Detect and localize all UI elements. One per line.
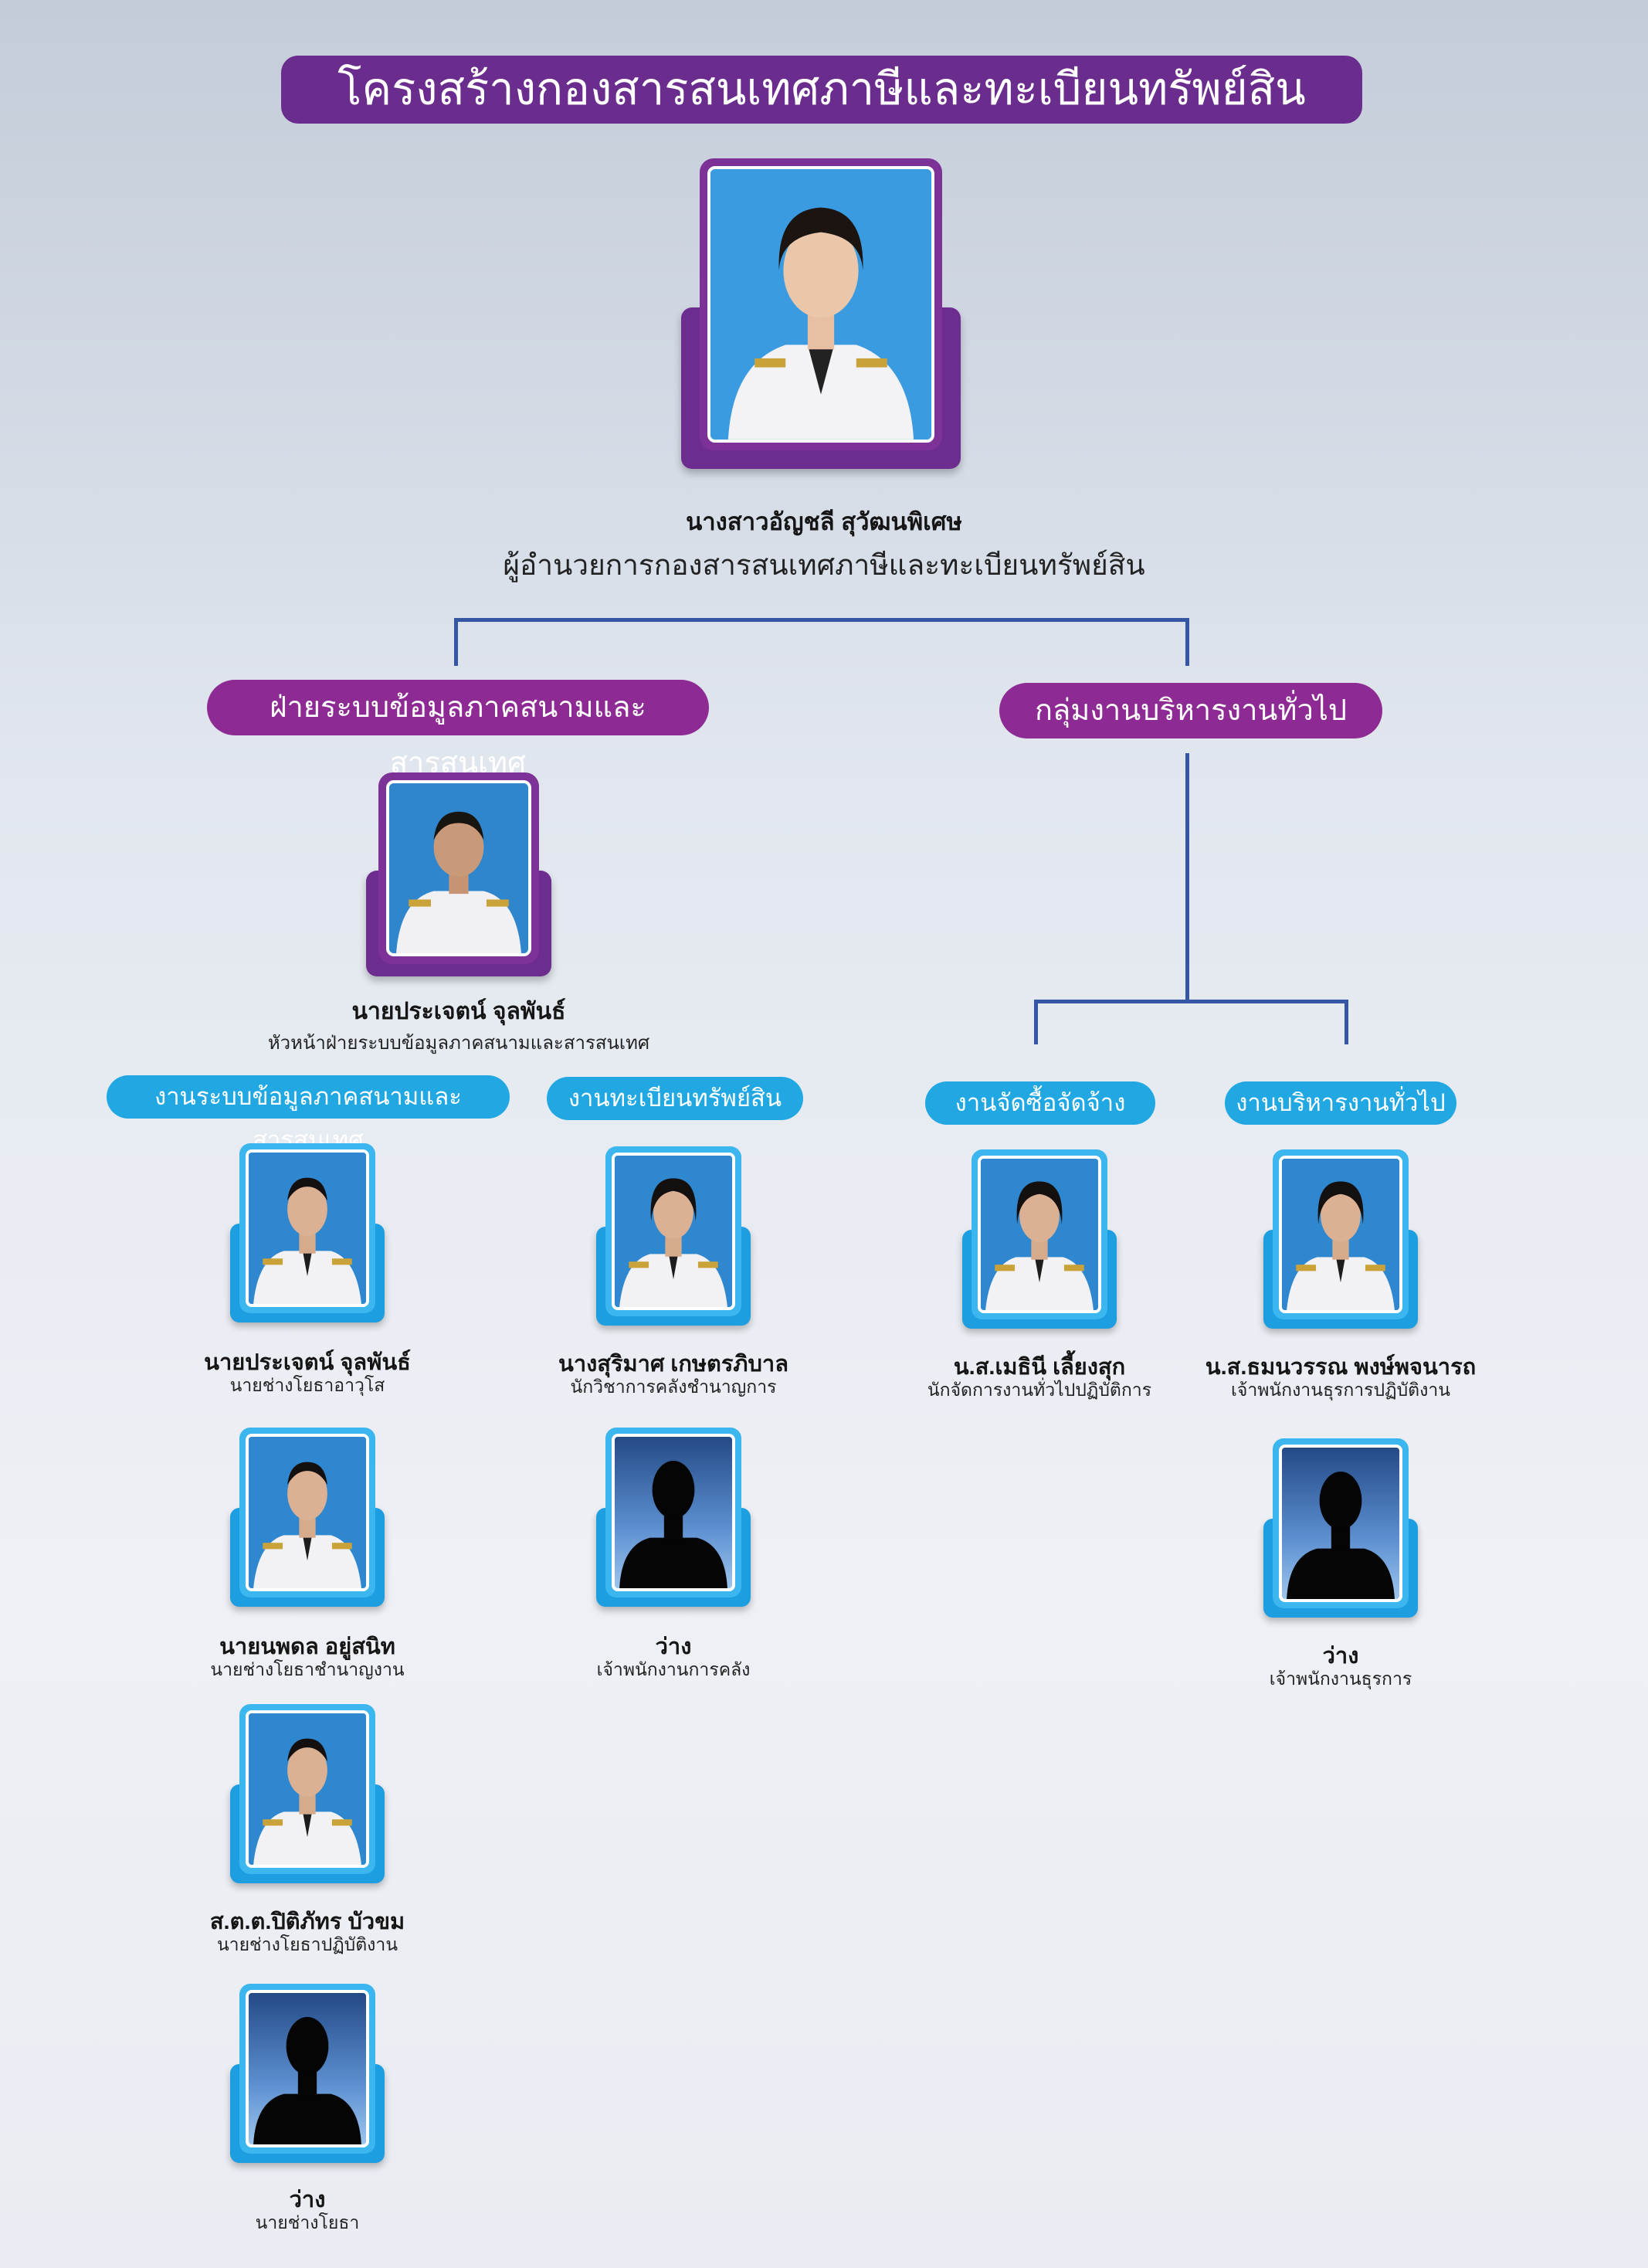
connector-right-left-drop xyxy=(1034,1000,1038,1044)
connector-right-trunk xyxy=(1185,753,1189,1002)
connector-top-right-drop xyxy=(1185,618,1189,666)
division-head-position: หัวหน้าฝ่ายระบบข้อมูลภาคสนามและสารสนเทศ xyxy=(267,1033,650,1054)
director-name: นางสาวอัญชลี สุวัฒนพิเศษ xyxy=(686,508,962,535)
member-position: นักวิชาการคลังชำนาญการ xyxy=(570,1377,777,1397)
division-right-label: กลุ่มงานบริหารงานทั่วไป xyxy=(999,683,1382,738)
vacant-silhouette-photo xyxy=(246,1990,369,2147)
division-head-photo-frame xyxy=(366,772,551,976)
unit-label-procurement: งานจัดซื้อจัดจ้าง xyxy=(925,1081,1155,1125)
director-photo-frame xyxy=(681,158,961,469)
member-photo-frame xyxy=(596,1146,751,1326)
member-photo-frame xyxy=(230,1704,385,1883)
member-photo-frame xyxy=(230,1984,385,2163)
member-name: ว่าง xyxy=(1322,1644,1359,1669)
member-photo-frame xyxy=(230,1428,385,1607)
division-head-photo xyxy=(386,780,531,957)
member-position: นายช่างโยธาอาวุโส xyxy=(229,1375,385,1395)
member-name: นายประเจตน์ จุลพันธ์ xyxy=(204,1350,411,1375)
member-photo xyxy=(246,1434,369,1591)
member-photo xyxy=(978,1156,1101,1313)
vacant-silhouette-photo xyxy=(1279,1445,1402,1602)
unit-label-field-info: งานระบบข้อมูลภาคสนามและสารสนเทศ xyxy=(107,1075,510,1153)
member-position: นายช่างโยธาปฏิบัติงาน xyxy=(216,1934,398,1954)
unit-label-general-admin: งานบริหารงานทั่วไป xyxy=(1225,1081,1456,1125)
member-photo xyxy=(612,1153,735,1310)
member-position: เจ้าพนักงานธุรการปฏิบัติงาน xyxy=(1231,1380,1450,1400)
member-photo-frame xyxy=(1263,1149,1418,1329)
member-position: เจ้าพนักงานธุรการ xyxy=(1269,1669,1412,1689)
connector-top-left-drop xyxy=(454,618,458,666)
member-photo-frame xyxy=(596,1428,751,1607)
division-left-label: ฝ่ายระบบข้อมูลภาคสนามและสารสนเทศ xyxy=(207,680,709,779)
member-position: เจ้าพนักงานการคลัง xyxy=(596,1659,751,1679)
director-photo xyxy=(707,166,934,443)
connector-top-horizontal xyxy=(454,618,1189,622)
member-photo-frame xyxy=(962,1149,1117,1329)
member-photo xyxy=(1279,1156,1402,1313)
connector-right-horizontal xyxy=(1034,1000,1348,1003)
member-photo xyxy=(246,1149,369,1307)
member-photo xyxy=(246,1710,369,1868)
vacant-silhouette-photo xyxy=(612,1434,735,1591)
member-name: น.ส.เมธินี เลี้ยงสุก xyxy=(953,1355,1126,1380)
member-name: นายนพดล อยู่สนิท xyxy=(219,1635,395,1659)
member-photo-frame xyxy=(230,1143,385,1322)
member-name: น.ส.ธมนวรรณ พงษ์พจนารถ xyxy=(1205,1355,1477,1380)
page-title: โครงสร้างกองสารสนเทศภาษีและทะเบียนทรัพย์… xyxy=(281,56,1362,124)
member-name: ว่าง xyxy=(289,2188,326,2212)
member-position: นายช่างโยธาชำนาญงาน xyxy=(210,1659,405,1679)
unit-label-property-registry: งานทะเบียนทรัพย์สิน xyxy=(547,1077,803,1120)
member-name: ส.ต.ต.ปิติภัทร บัวขม xyxy=(209,1910,405,1934)
connector-right-right-drop xyxy=(1345,1000,1348,1044)
member-name: นางสุริมาศ เกษตรภิบาล xyxy=(558,1352,788,1377)
member-photo-frame xyxy=(1263,1438,1418,1618)
member-position: นายช่างโยธา xyxy=(255,2212,360,2232)
division-head-name: นายประเจตน์ จุลพันธ์ xyxy=(351,999,566,1024)
director-position: ผู้อำนวยการกองสารสนเทศภาษีและทะเบียนทรัพ… xyxy=(503,549,1145,581)
member-name: ว่าง xyxy=(655,1635,692,1659)
member-position: นักจัดการงานทั่วไปปฏิบัติการ xyxy=(927,1380,1152,1400)
